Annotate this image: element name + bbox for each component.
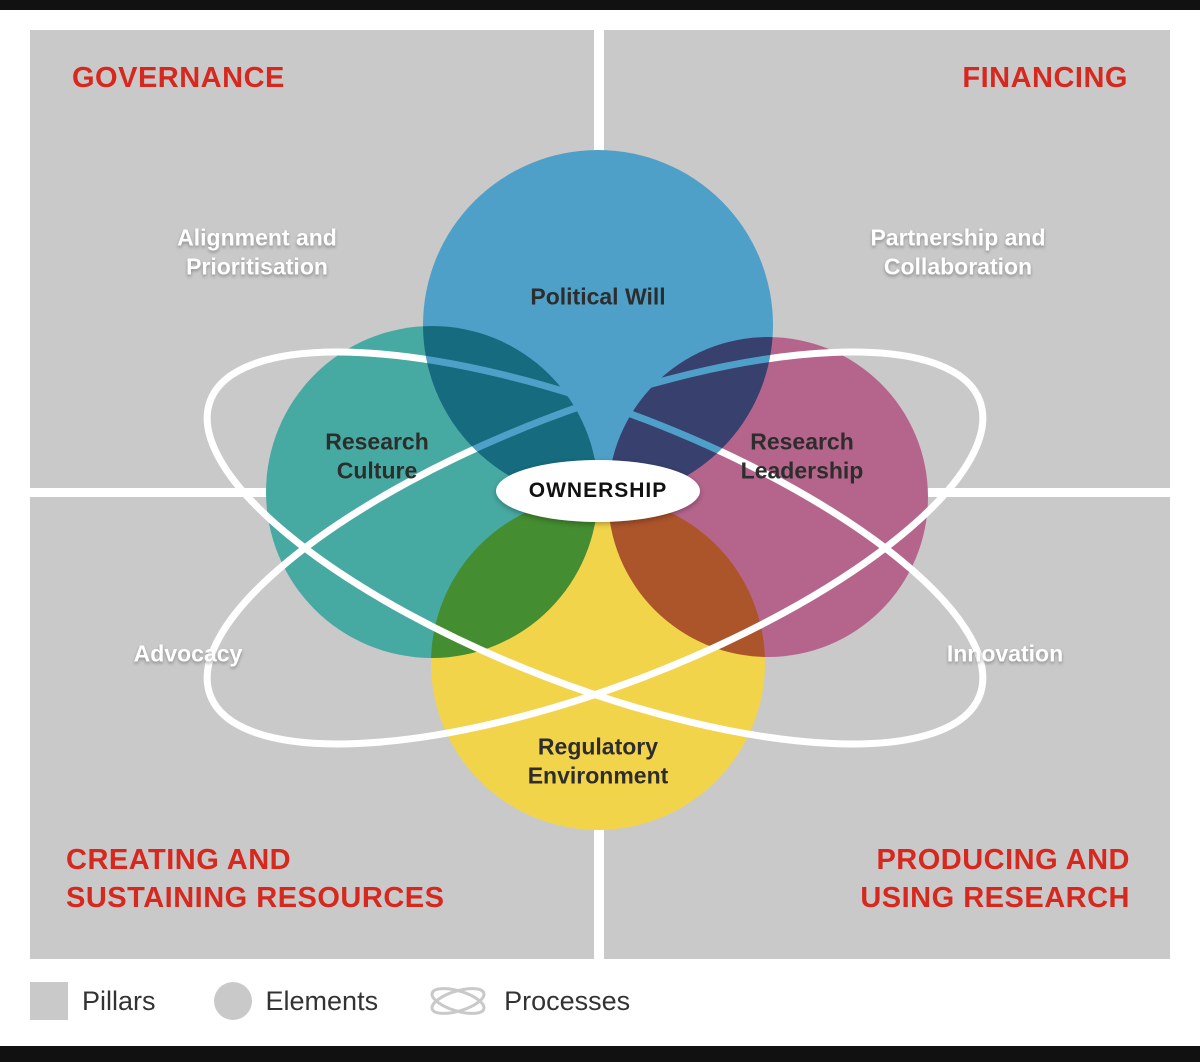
legend-item-processes: Processes	[426, 982, 630, 1020]
ownership-label: OWNERSHIP	[528, 478, 668, 502]
pillar-label-financing: FINANCING	[962, 62, 1128, 94]
pillar-label-producing-using: PRODUCING AND USING RESEARCH	[860, 844, 1130, 914]
legend-label-processes: Processes	[504, 985, 631, 1016]
process-label-advocacy: Advocacy	[133, 640, 243, 667]
element-label-research-leadership: Research Leadership	[740, 428, 864, 483]
process-label-partnership-collaboration: Partnership and Collaboration	[870, 224, 1046, 279]
legend-label-pillars: Pillars	[82, 985, 156, 1016]
process-label-innovation: Innovation	[946, 640, 1064, 667]
bottom-black-bar	[0, 1046, 1200, 1062]
process-label-alignment-prioritisation: Alignment and Prioritisation	[177, 224, 337, 279]
legend: Pillars Elements Processes	[30, 980, 630, 1022]
political-will-circle	[423, 150, 773, 500]
element-label-political-will: Political Will	[530, 283, 666, 310]
regulatory-environment-circle	[431, 496, 765, 830]
legend-item-pillars: Pillars	[30, 982, 156, 1020]
element-label-research-culture: Research Culture	[325, 428, 429, 483]
ownership-ellipse	[496, 460, 700, 522]
pillars-square-icon	[30, 982, 68, 1020]
legend-label-elements: Elements	[265, 985, 379, 1016]
element-label-regulatory-environment: Regulatory Environment	[527, 733, 669, 788]
pillar-label-creating-sustaining: CREATING AND SUSTAINING RESOURCES	[66, 844, 445, 914]
processes-crossed-ellipses-icon	[430, 987, 486, 1015]
pillar-label-governance: GOVERNANCE	[72, 62, 285, 94]
blended-elements-group	[203, 150, 987, 830]
elements-circle-icon	[213, 982, 252, 1020]
legend-item-elements: Elements	[213, 982, 379, 1020]
top-black-bar	[0, 0, 1200, 10]
